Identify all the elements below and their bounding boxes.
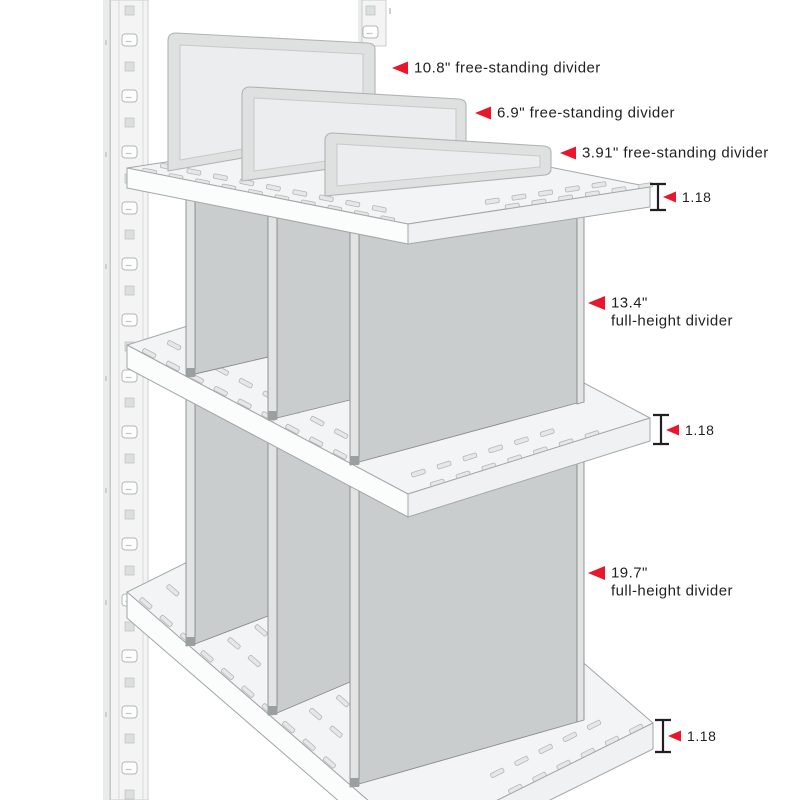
label-size-text: 19.7" <box>611 565 648 582</box>
label-free-standing-6-9: 6.9" free-standing divider <box>475 105 675 122</box>
dimension-text: 1.18 <box>685 422 715 438</box>
arrow-left-icon <box>588 566 605 580</box>
label-free-standing-10-8: 10.8" free-standing divider <box>392 60 601 77</box>
label-free-standing-3-91: 3.91" free-standing divider <box>560 145 769 162</box>
dimension-ibeam-icon <box>653 413 669 446</box>
arrow-left-icon <box>663 191 676 203</box>
label-full-height-13-4: 13.4" full-height divider <box>588 295 733 330</box>
arrow-left-icon <box>560 146 576 160</box>
arrow-left-icon <box>588 296 605 310</box>
full-height-dividers-lower <box>185 382 585 788</box>
label-text: 3.91" free-standing divider <box>582 145 769 162</box>
full-height-dividers-upper <box>185 195 585 466</box>
arrow-left-icon <box>668 730 681 742</box>
dimension-ibeam-icon <box>655 718 671 754</box>
free-standing-divider-3-91 <box>324 132 552 197</box>
dimension-ibeam-icon <box>650 182 666 212</box>
divider-panel <box>194 195 269 375</box>
divider-panel <box>276 210 351 419</box>
arrow-left-icon <box>666 424 679 436</box>
arrow-left-icon <box>392 61 408 75</box>
front-upright-post <box>103 0 149 800</box>
label-full-height-19-7: 19.7" full-height divider <box>588 565 733 600</box>
back-upright-post <box>358 0 391 47</box>
arrow-left-icon <box>475 106 491 120</box>
dimension-text: 1.18 <box>682 189 712 205</box>
label-size-text: 13.4" <box>611 295 648 312</box>
label-thickness-middle: 1.18 <box>653 413 715 446</box>
label-type-text: full-height divider <box>611 313 733 330</box>
label-thickness-bottom: 1.18 <box>655 718 717 754</box>
label-text: 6.9" free-standing divider <box>497 105 675 122</box>
post-side-rivets <box>105 40 107 717</box>
label-type-text: full-height divider <box>611 583 733 600</box>
label-thickness-top: 1.18 <box>650 182 712 212</box>
dimension-text: 1.18 <box>687 728 717 744</box>
label-text: 10.8" free-standing divider <box>414 60 601 77</box>
